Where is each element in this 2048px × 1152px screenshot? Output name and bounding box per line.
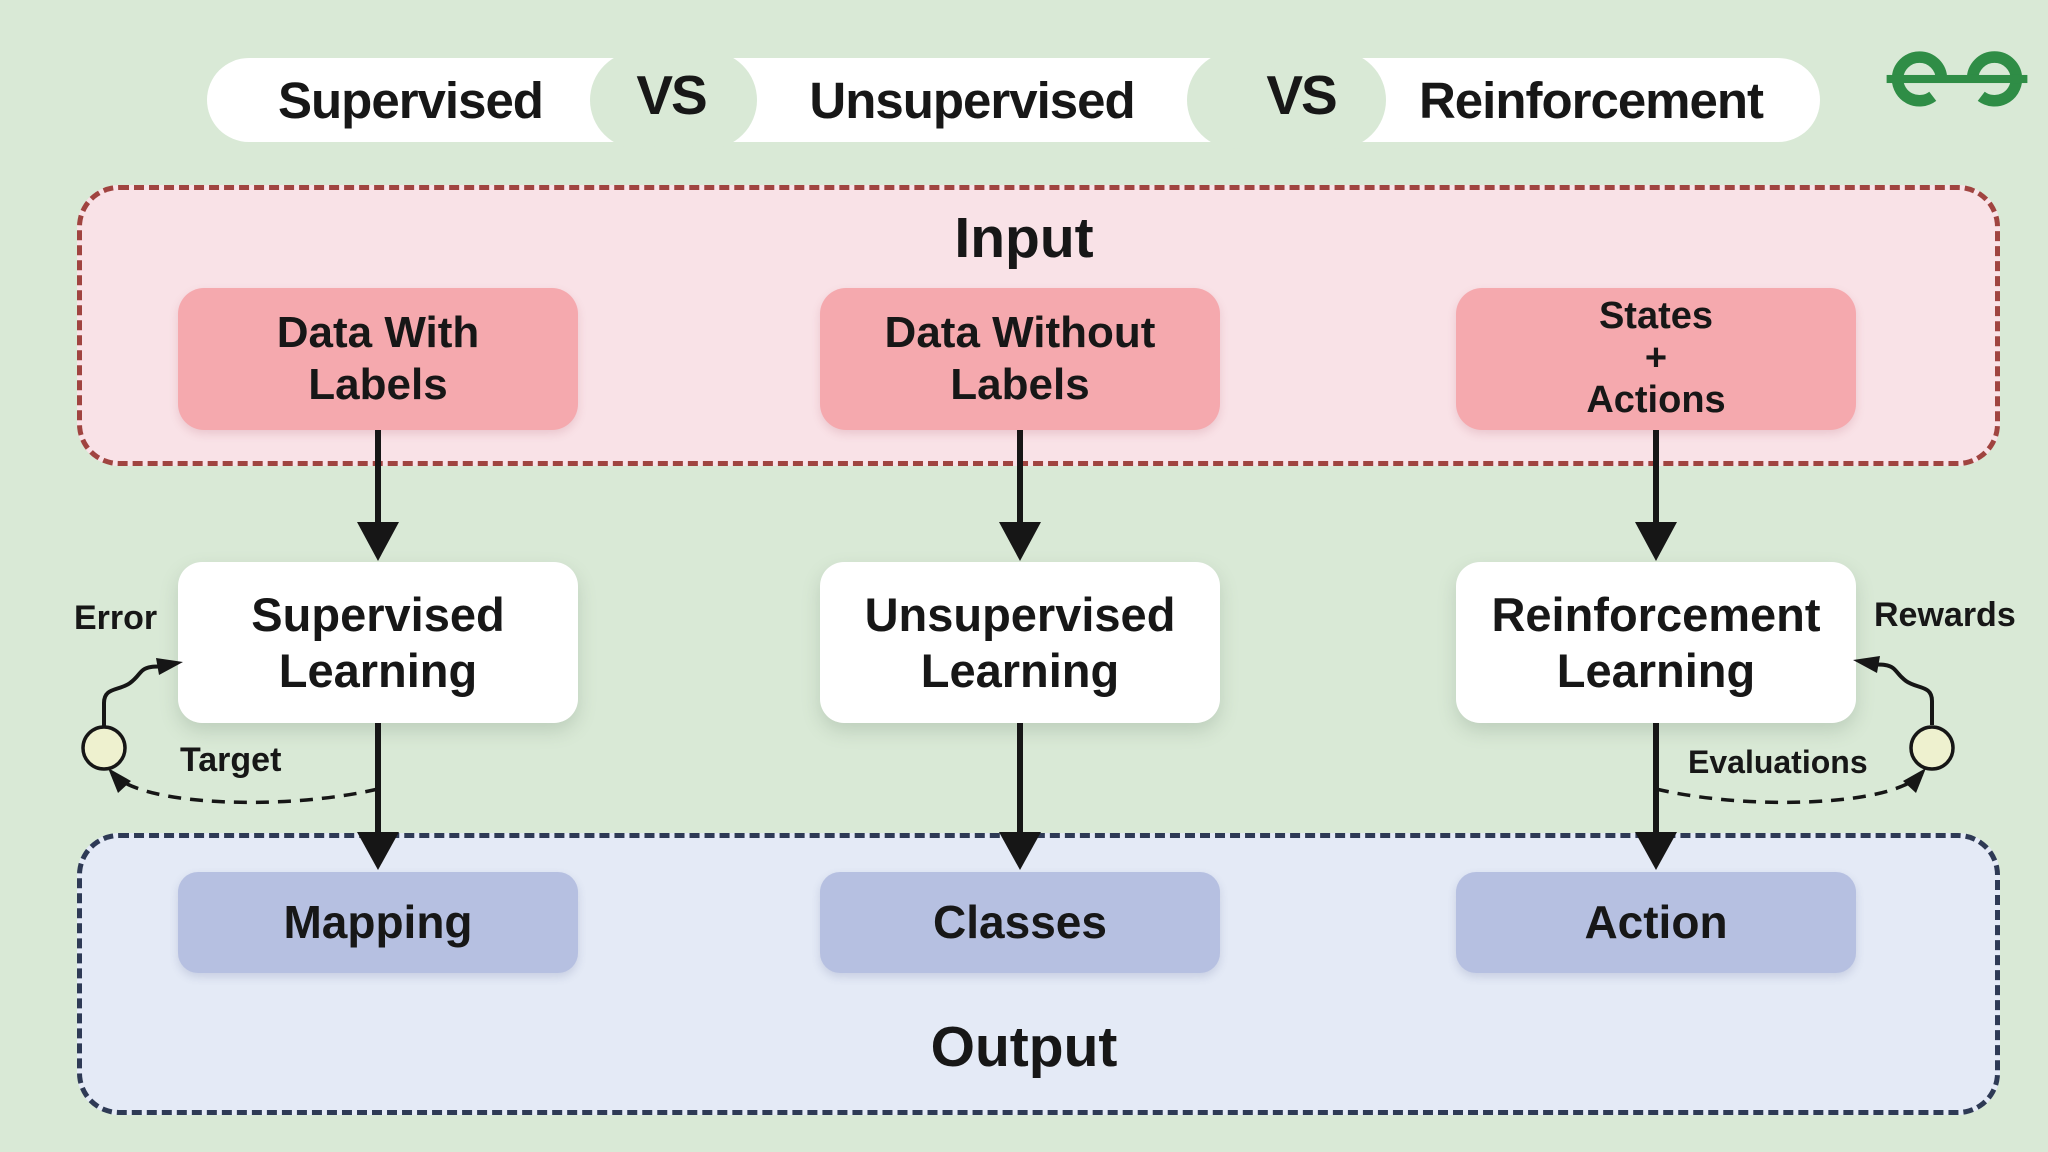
feedback-node-right	[1909, 725, 1955, 771]
rewards-label: Rewards	[1874, 596, 2016, 634]
input-box-data-with-labels: Data With Labels	[178, 288, 578, 430]
process-box-supervised-learning: Supervised Learning	[178, 562, 578, 723]
error-label: Error	[74, 599, 158, 637]
feedback-node-left	[81, 725, 127, 771]
output-box-mapping: Mapping	[178, 872, 578, 973]
header-pill-unsupervised: Unsupervised	[733, 58, 1211, 142]
pill-notch	[1288, 51, 1386, 149]
header-pill-reinforcement: Reinforcement	[1362, 58, 1820, 142]
input-box-data-without-labels: Data Without Labels	[820, 288, 1220, 430]
input-box-states-actions: States + Actions	[1456, 288, 1856, 430]
evaluations-label: Evaluations	[1688, 744, 1868, 780]
feedback-error-arrow	[102, 658, 183, 727]
target-label: Target	[180, 741, 282, 779]
vs-separator: VS	[636, 64, 707, 126]
geeksforgeeks-logo-icon	[1886, 51, 2028, 107]
vs-separator: VS	[1266, 64, 1337, 126]
feedback-rewards-arrow	[1853, 656, 1934, 725]
input-title: Input	[954, 206, 1094, 270]
output-title: Output	[930, 1015, 1118, 1079]
output-box-classes: Classes	[820, 872, 1220, 973]
process-box-reinforcement-learning: Reinforcement Learning	[1456, 562, 1856, 723]
process-box-unsupervised-learning: Unsupervised Learning	[820, 562, 1220, 723]
pill-notch	[1187, 51, 1285, 149]
output-box-action: Action	[1456, 872, 1856, 973]
pill-notch	[659, 51, 757, 149]
header-pill-supervised: Supervised	[207, 58, 614, 142]
